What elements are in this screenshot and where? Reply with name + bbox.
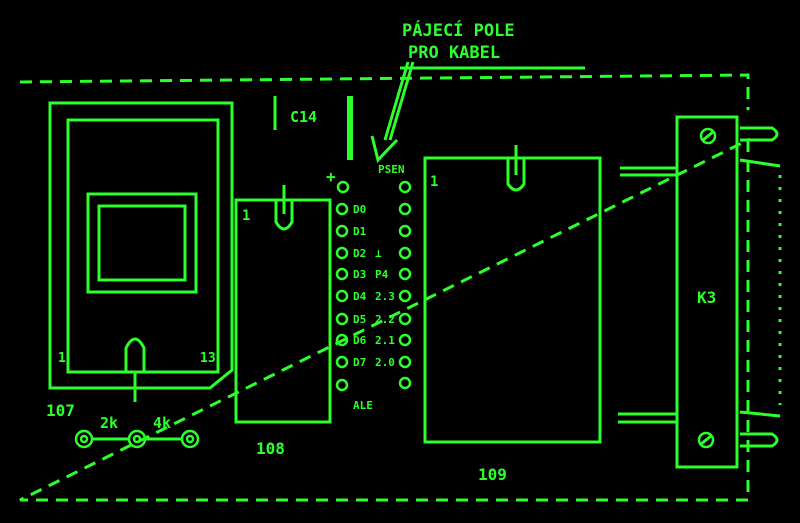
annotation-line2: PRO KABEL [408,43,500,63]
solder-pad [335,333,349,347]
ic-107-label: 107 [46,401,75,420]
pin13-label: 13 [200,351,216,366]
left-pin-label: D1 [353,225,367,238]
connector-k3-label: K3 [697,288,716,307]
ic-108: 1 [234,185,332,424]
c14-lead-right [347,96,353,160]
annotation-arrow [370,61,415,164]
c14-label: C14 [290,108,317,126]
left-pin-label: D7 [353,356,366,369]
right-pin-label: 2.0 [375,356,395,369]
solder-pad [398,224,412,238]
resistor-4k-label: 4k [153,414,171,432]
right-pin-label: 2.3 [375,290,395,303]
pin1-label: 1 [242,208,250,224]
solder-pad [398,246,412,260]
plus-label: + [326,167,336,186]
left-pin-label: D4 [353,290,367,303]
pin1-label: 1 [58,351,66,366]
solder-pad [398,180,412,194]
solder-pad [335,355,349,369]
solder-pad [398,312,412,326]
left-pin-label: ALE [353,399,373,412]
pin1-label: 1 [430,174,438,190]
right-pin-label: PSEN [378,163,405,176]
solder-pad [398,202,412,216]
ic-107: 1 13 [48,101,234,402]
solder-pad [335,246,349,260]
solder-pad [335,267,349,281]
left-pin-label: D2 [353,247,366,260]
solder-pad [398,289,412,303]
solder-pad [335,224,349,238]
connector-k3 [618,115,782,469]
right-pin-label: ⊥ [375,247,382,260]
resistor-pads [74,429,200,449]
right-pin-label: P4 [375,268,389,281]
solder-pad [335,378,349,392]
left-pin-label: D0 [353,203,366,216]
solder-pad [398,376,412,390]
solder-pad [335,289,349,303]
solder-pad [336,180,350,194]
ic-109-label: 109 [478,465,507,484]
solder-pad [335,202,349,216]
right-pin-label: 2.2 [375,313,395,326]
left-pin-label: D6 [353,334,367,347]
annotation-line1: PÁJECÍ POLE [402,19,515,41]
solder-pad [335,312,349,326]
left-pin-label: D3 [353,268,366,281]
ic-108-label: 108 [256,439,285,458]
left-pin-label: D5 [353,313,366,326]
resistor-2k-label: 2k [100,414,118,432]
solder-pad [398,267,412,281]
right-pin-label: 2.1 [375,334,395,347]
board-outline [19,73,750,502]
solder-pad [398,333,412,347]
ic-109: 1 [423,145,602,444]
solder-pad [398,355,412,369]
